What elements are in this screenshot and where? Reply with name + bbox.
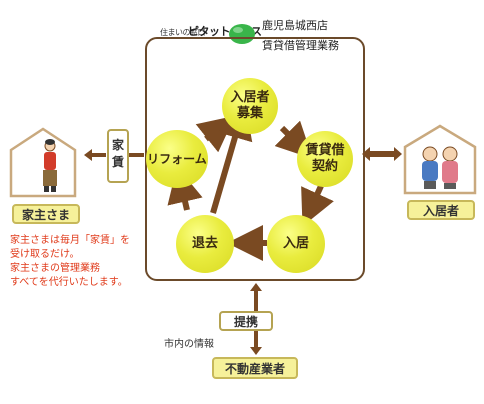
department-name: 賃貸借管理業務 bbox=[262, 39, 339, 52]
landlord-label: 家主さま bbox=[12, 204, 80, 224]
note-line: すべてを代行いたします。 bbox=[10, 277, 128, 288]
tenant-label: 入居者 bbox=[407, 200, 475, 220]
tenant-double-arrow-icon bbox=[362, 147, 402, 161]
node-label-line: 入居者 bbox=[230, 90, 270, 105]
arrow-reform-to-recruit bbox=[195, 115, 236, 153]
arrow-moveout-to-reform bbox=[167, 166, 203, 211]
store-name: 鹿児島城西店 bbox=[262, 19, 328, 32]
rent-char: 賃 bbox=[111, 155, 124, 169]
node-label-line: 契約 bbox=[311, 159, 338, 174]
note-line: 家主さまは毎月「家賃」を bbox=[10, 235, 130, 246]
node-reform: リフォーム bbox=[146, 130, 208, 188]
rent-label: 家 賃 bbox=[107, 129, 129, 183]
node-label-line: 入居 bbox=[282, 236, 309, 251]
realtor-label: 不動産業者 bbox=[212, 357, 298, 379]
arrow-moveout-to-recruit bbox=[210, 102, 253, 214]
node-label-line: 退去 bbox=[191, 236, 218, 251]
node-move-in: 入居 bbox=[267, 215, 325, 273]
logo-header bbox=[153, 14, 363, 58]
cycle-arrows bbox=[167, 102, 334, 261]
node-move-out: 退去 bbox=[176, 215, 234, 273]
node-label-line: 募集 bbox=[236, 106, 263, 121]
rent-line bbox=[129, 153, 144, 157]
rent-char: 家 bbox=[111, 138, 124, 152]
arrow-to-landlord-icon bbox=[84, 149, 106, 161]
rent-arrows bbox=[84, 149, 144, 161]
logo-leaf-icon bbox=[229, 24, 255, 44]
city-info-text: 市内の情報 bbox=[164, 339, 214, 350]
landlord-note: 家主さまは毎月「家賃」を 受け取るだけ。 家主さまの管理業務 すべてを代行いたし… bbox=[10, 234, 130, 290]
node-lease-contract: 賃貸借契約 bbox=[297, 131, 353, 187]
node-tenant-recruitment: 入居者募集 bbox=[222, 78, 278, 134]
node-label-line: リフォーム bbox=[147, 152, 207, 166]
note-line: 受け取るだけ。 bbox=[10, 249, 80, 260]
tenant-house-icon bbox=[403, 124, 477, 195]
node-label-line: 賃貸借 bbox=[305, 143, 345, 158]
arrow-contract-to-movein bbox=[301, 184, 334, 227]
landlord-house-icon bbox=[9, 127, 77, 198]
arrow-recruit-to-contract bbox=[274, 120, 313, 159]
logo-small-text: 住まいの窓口 bbox=[160, 28, 206, 37]
note-line: 家主さまの管理業務 bbox=[10, 263, 100, 274]
partnership-label: 提携 bbox=[219, 311, 273, 331]
